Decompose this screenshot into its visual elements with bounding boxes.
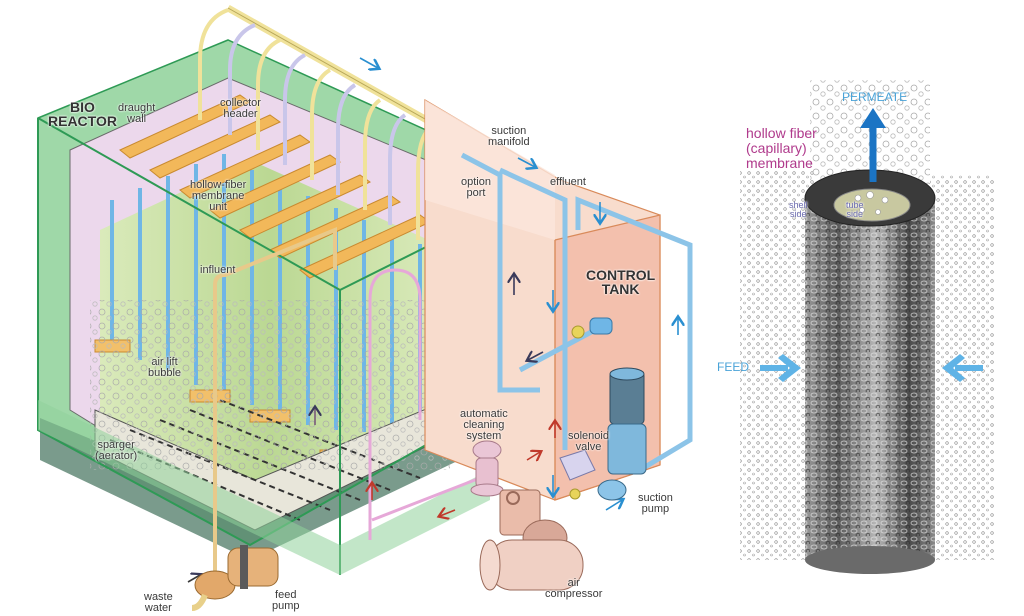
air-compressor [479, 489, 584, 591]
label-bioreactor: BIO REACTOR [48, 99, 117, 129]
label-shell-side: shell side [789, 200, 808, 219]
label-draught-wall: draught wall [118, 102, 156, 125]
label-suction-manifold: suction manifold [488, 125, 530, 148]
label-option-port: option port [461, 176, 491, 199]
valve-assembly [571, 317, 613, 339]
label-influent: influent [200, 264, 236, 276]
feed-arrows [760, 354, 983, 382]
label-waste-water: waste water [144, 591, 173, 614]
label-control-tank: CONTROL TANK [586, 267, 656, 297]
solenoid-valve [559, 449, 596, 500]
label-sparger: sparger (aerator) [95, 439, 138, 462]
label-air-lift-bubble: air lift bubble [148, 356, 182, 379]
label-tube-side: tube side [846, 200, 864, 219]
bioreactor-front-edge [37, 118, 471, 547]
feed-pump [191, 545, 279, 611]
label-automatic-cleaning: automatic cleaning system [460, 408, 508, 442]
label-solenoid-valve: solenoid valve [568, 430, 609, 453]
label-effluent: effluent [550, 176, 586, 188]
label-suction-pump: suction pump [638, 492, 673, 515]
label-feed: FEED [717, 360, 750, 374]
label-permeate: PERMEATE [842, 90, 908, 104]
suction-pump [597, 367, 647, 501]
membrane-lumen [833, 188, 911, 222]
cleaning-pipe [368, 268, 422, 540]
flow-arrows [187, 57, 678, 582]
label-feed-pump: feed pump [272, 589, 300, 612]
influent-pipe [213, 227, 337, 590]
label-hollow-fiber-caption: hollow fiber (capillary) membrane [746, 125, 817, 171]
label-air-compressor: air compressor [545, 577, 603, 600]
bioreactor [37, 4, 491, 590]
hollow-fiber-detail [740, 80, 995, 574]
label-hollow-fiber-unit: hollow-fiber membrane unit [190, 179, 247, 213]
automatic-cleaning-system [470, 440, 504, 497]
label-collector-header: collector header [220, 97, 261, 120]
permeate-pipes [460, 152, 693, 473]
air-bubbles [90, 300, 450, 470]
